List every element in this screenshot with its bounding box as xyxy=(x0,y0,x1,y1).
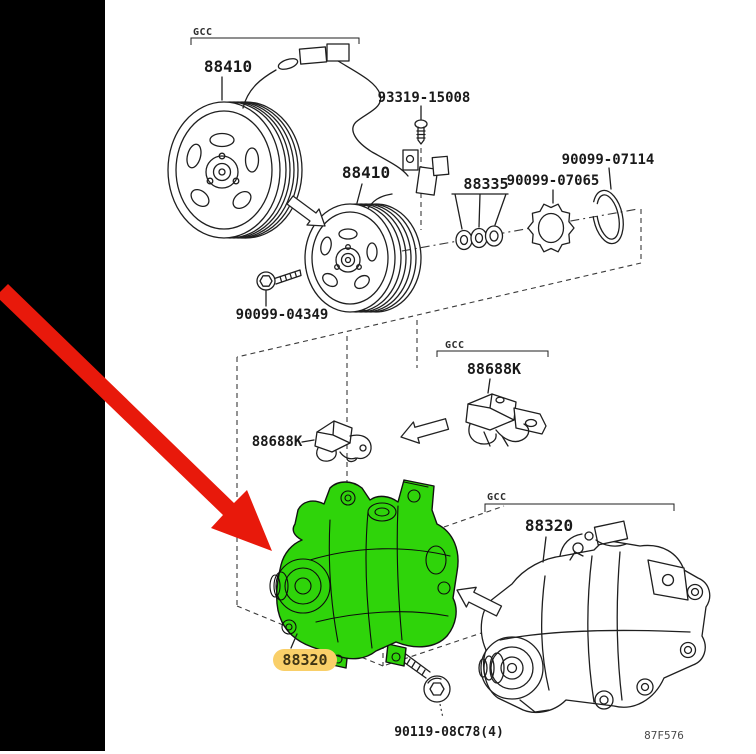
part-label-88320-selected[interactable]: 88320 xyxy=(282,651,327,669)
figure-code: 87F576 xyxy=(644,729,684,742)
washer-set-illustration xyxy=(451,193,509,251)
part-label-88320-gcc[interactable]: 88320 xyxy=(525,516,573,535)
magnet-clutch-top-illustration xyxy=(167,101,303,239)
part-label-88688K-left[interactable]: 88688K xyxy=(252,434,303,450)
tube-clamp-left-illustration xyxy=(314,420,372,463)
o-ring-illustration xyxy=(592,189,624,245)
part-label-88688K-gcc[interactable]: 88688K xyxy=(467,360,521,378)
magnet-clutch-mid-illustration xyxy=(304,203,422,313)
part-label-90119-08C78[interactable]: 90119-08C78(4) xyxy=(394,725,504,740)
compressor-gcc-illustration xyxy=(478,520,711,714)
transition-arrow-compressor-icon xyxy=(456,586,503,617)
part-label-90099-07065[interactable]: 90099-07065 xyxy=(507,173,600,189)
stud-screw-illustration xyxy=(414,119,428,145)
gcc-bracket-bottom: GCC xyxy=(484,492,675,512)
annotation-arrow-icon xyxy=(0,284,272,551)
part-label-90099-07114[interactable]: 90099-07114 xyxy=(562,152,655,168)
selected-part-badge[interactable]: 88320 xyxy=(273,649,337,671)
tube-clamp-gcc-illustration xyxy=(465,393,547,447)
clutch-wire-harness xyxy=(242,43,450,213)
gcc-label-middle: GCC xyxy=(445,340,465,351)
leader-lines xyxy=(221,76,612,719)
plate-washer-illustration xyxy=(527,203,575,253)
mount-bolt-illustration xyxy=(397,651,451,703)
gcc-label-top: GCC xyxy=(193,27,213,38)
transition-arrow-clamp-icon xyxy=(400,418,450,444)
compressor-selected-illustration[interactable] xyxy=(269,479,459,669)
transition-arrow-pulley-icon xyxy=(286,195,326,227)
part-label-88335[interactable]: 88335 xyxy=(463,175,508,193)
part-label-88410-top[interactable]: 88410 xyxy=(204,57,252,76)
part-label-88410-mid[interactable]: 88410 xyxy=(342,163,390,182)
gcc-label-bottom: GCC xyxy=(487,492,507,503)
part-label-93319-15008[interactable]: 93319-15008 xyxy=(378,90,471,106)
clutch-bolt-illustration xyxy=(256,269,302,291)
gcc-bracket-top: GCC xyxy=(190,27,360,45)
part-label-90099-04349[interactable]: 90099-04349 xyxy=(236,307,329,323)
gcc-bracket-middle: GCC xyxy=(436,340,549,357)
